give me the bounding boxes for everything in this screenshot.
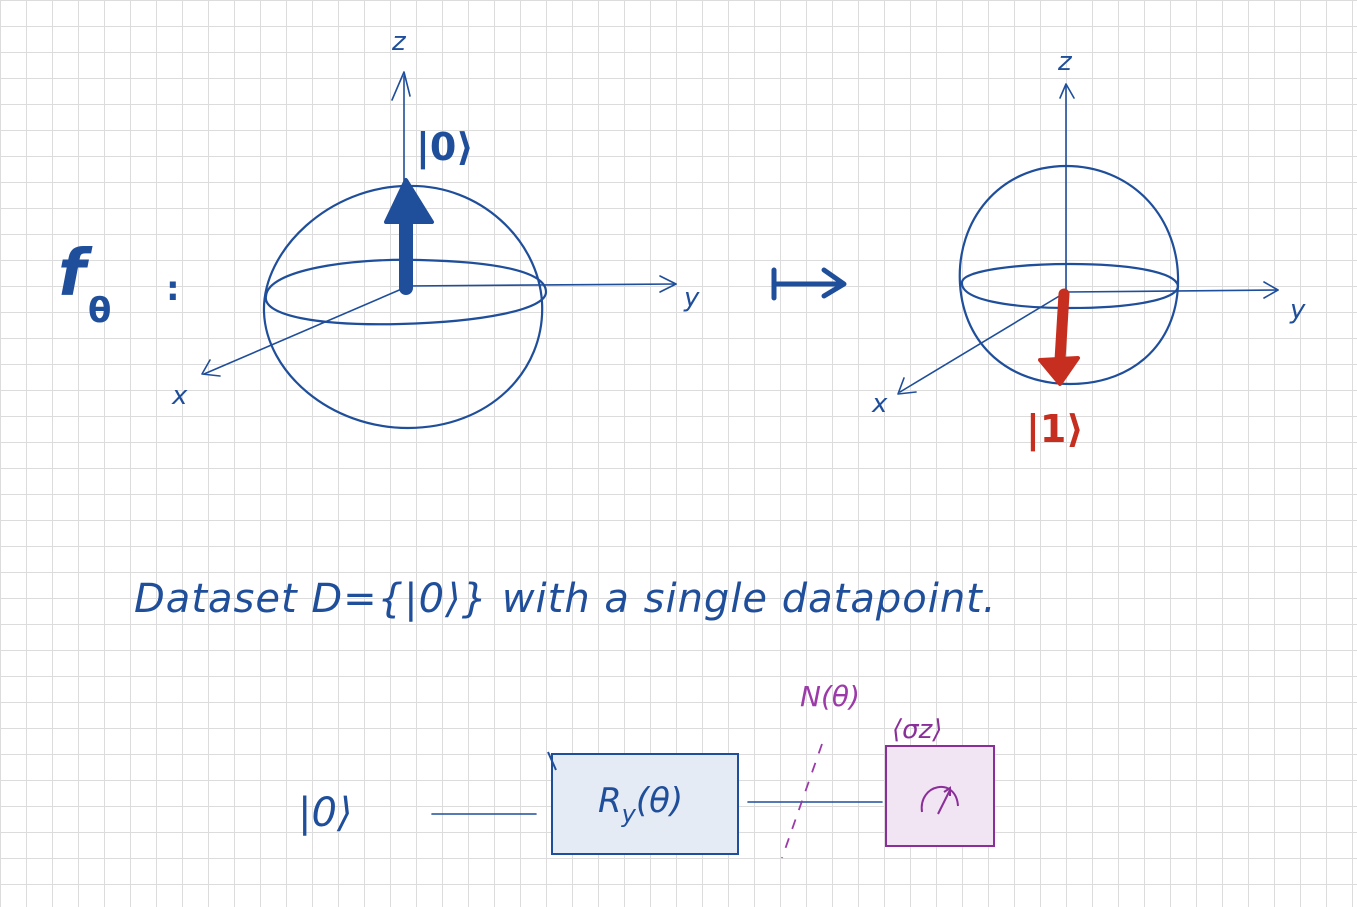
map-label: f θ : <box>58 237 180 331</box>
measurement-box <box>885 745 995 847</box>
map-subscript-theta: θ <box>88 291 111 331</box>
y-axis-label-left: y <box>683 283 700 313</box>
quantum-circuit: |0⟩ Ry(θ) N(θ) ⟨σz⟩ <box>298 680 995 859</box>
x-axis-arrowhead-right <box>897 377 917 395</box>
state-label-1: |1⟩ <box>1026 407 1084 452</box>
meter-icon <box>920 786 959 815</box>
y-axis-label-right: y <box>1289 295 1306 325</box>
bloch-sphere-left: z y x |0⟩ <box>171 27 700 430</box>
sphere-equator-left <box>264 258 548 326</box>
state-vector-0-arrowhead <box>384 178 434 224</box>
noise-channel-line <box>781 743 823 859</box>
z-axis-label-left: z <box>391 27 407 57</box>
ry-gate-label: Ry(θ) <box>598 781 683 828</box>
x-axis-right <box>899 291 1067 393</box>
x-axis-left <box>203 287 405 375</box>
map-colon: : <box>166 269 180 309</box>
y-axis-right <box>1065 289 1279 293</box>
y-axis-left <box>403 283 677 287</box>
mapsto-arrow <box>771 267 847 301</box>
y-axis-arrowhead-right <box>1263 281 1279 299</box>
x-axis-label-left: x <box>171 381 188 411</box>
x-axis-label-right: x <box>871 389 888 419</box>
ry-gate-label-r: R <box>598 781 622 821</box>
noise-label: N(θ) <box>800 680 860 713</box>
z-axis-label-right: z <box>1057 47 1073 77</box>
measurement-label: ⟨σz⟩ <box>892 715 942 745</box>
state-vector-1-arrowhead <box>1038 356 1080 386</box>
ry-gate-label-subscript: y <box>621 800 637 828</box>
sphere-equator-right <box>960 262 1180 310</box>
ry-gate-box <box>551 753 739 855</box>
circuit-input-state: |0⟩ <box>298 790 353 836</box>
z-axis-arrowhead-right <box>1059 83 1075 99</box>
dataset-caption: Dataset D={|0⟩} with a single datapoint. <box>134 576 997 622</box>
bloch-sphere-right: z y x |1⟩ <box>871 47 1306 452</box>
sphere-outline-right <box>958 164 1180 386</box>
state-vector-1 <box>1054 288 1070 366</box>
x-axis-arrowhead-left <box>201 359 221 377</box>
ry-gate-label-argument: (θ) <box>636 781 683 821</box>
sphere-outline-left <box>262 184 544 430</box>
state-label-0: |0⟩ <box>416 125 474 170</box>
z-axis-arrowhead-left <box>391 71 411 101</box>
ry-gate-corner-mark <box>547 751 557 771</box>
y-axis-arrowhead-left <box>659 275 677 293</box>
